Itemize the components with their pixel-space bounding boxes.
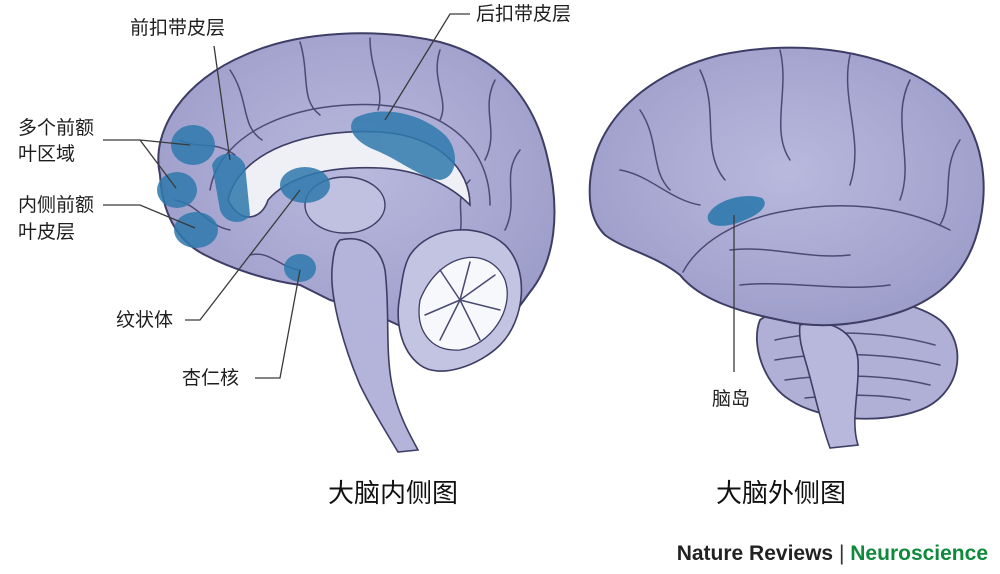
lateral-brainstem (798, 322, 860, 449)
label-medial-prefrontal-line1: 内侧前额 (18, 194, 94, 216)
label-insula: 脑岛 (712, 388, 750, 410)
region-anterior-cingulate (212, 153, 250, 222)
label-multiple-prefrontal-line2: 叶区域 (18, 143, 75, 165)
journal-credit: Nature Reviews | Neuroscience (677, 542, 988, 566)
medial-highlights (157, 111, 456, 282)
caption-medial: 大脑内侧图 (328, 479, 458, 509)
label-multiple-prefrontal-line1: 多个前额 (18, 117, 94, 139)
medial-cerebellum (397, 229, 523, 372)
region-insula (707, 195, 765, 226)
region-striatum (280, 167, 330, 203)
credit-section: Neuroscience (850, 542, 988, 565)
lateral-brain: 脑岛 大脑外侧图 (588, 46, 985, 509)
label-medial-prefrontal-line2: 叶皮层 (18, 221, 75, 243)
region-prefrontal-top (171, 125, 215, 165)
region-posterior-cingulate (351, 111, 456, 180)
medial-brain: 前扣带皮层 后扣带皮层 多个前额 叶区域 内侧前额 叶皮层 纹状体 杏仁核 大脑… (18, 3, 571, 509)
region-medial-prefrontal (174, 212, 218, 248)
region-prefrontal-mid (157, 172, 197, 208)
region-amygdala (284, 254, 316, 282)
medial-leaders (103, 13, 470, 379)
label-amygdala: 杏仁核 (182, 367, 239, 389)
label-anterior-cingulate: 前扣带皮层 (130, 17, 225, 39)
label-striatum: 纹状体 (116, 309, 173, 331)
caption-lateral: 大脑外侧图 (716, 479, 846, 509)
credit-journal: Nature Reviews (676, 542, 834, 565)
lateral-cortex (588, 46, 985, 327)
credit-separator: | (838, 542, 845, 565)
brainstem (331, 238, 420, 453)
label-posterior-cingulate: 后扣带皮层 (476, 3, 571, 25)
